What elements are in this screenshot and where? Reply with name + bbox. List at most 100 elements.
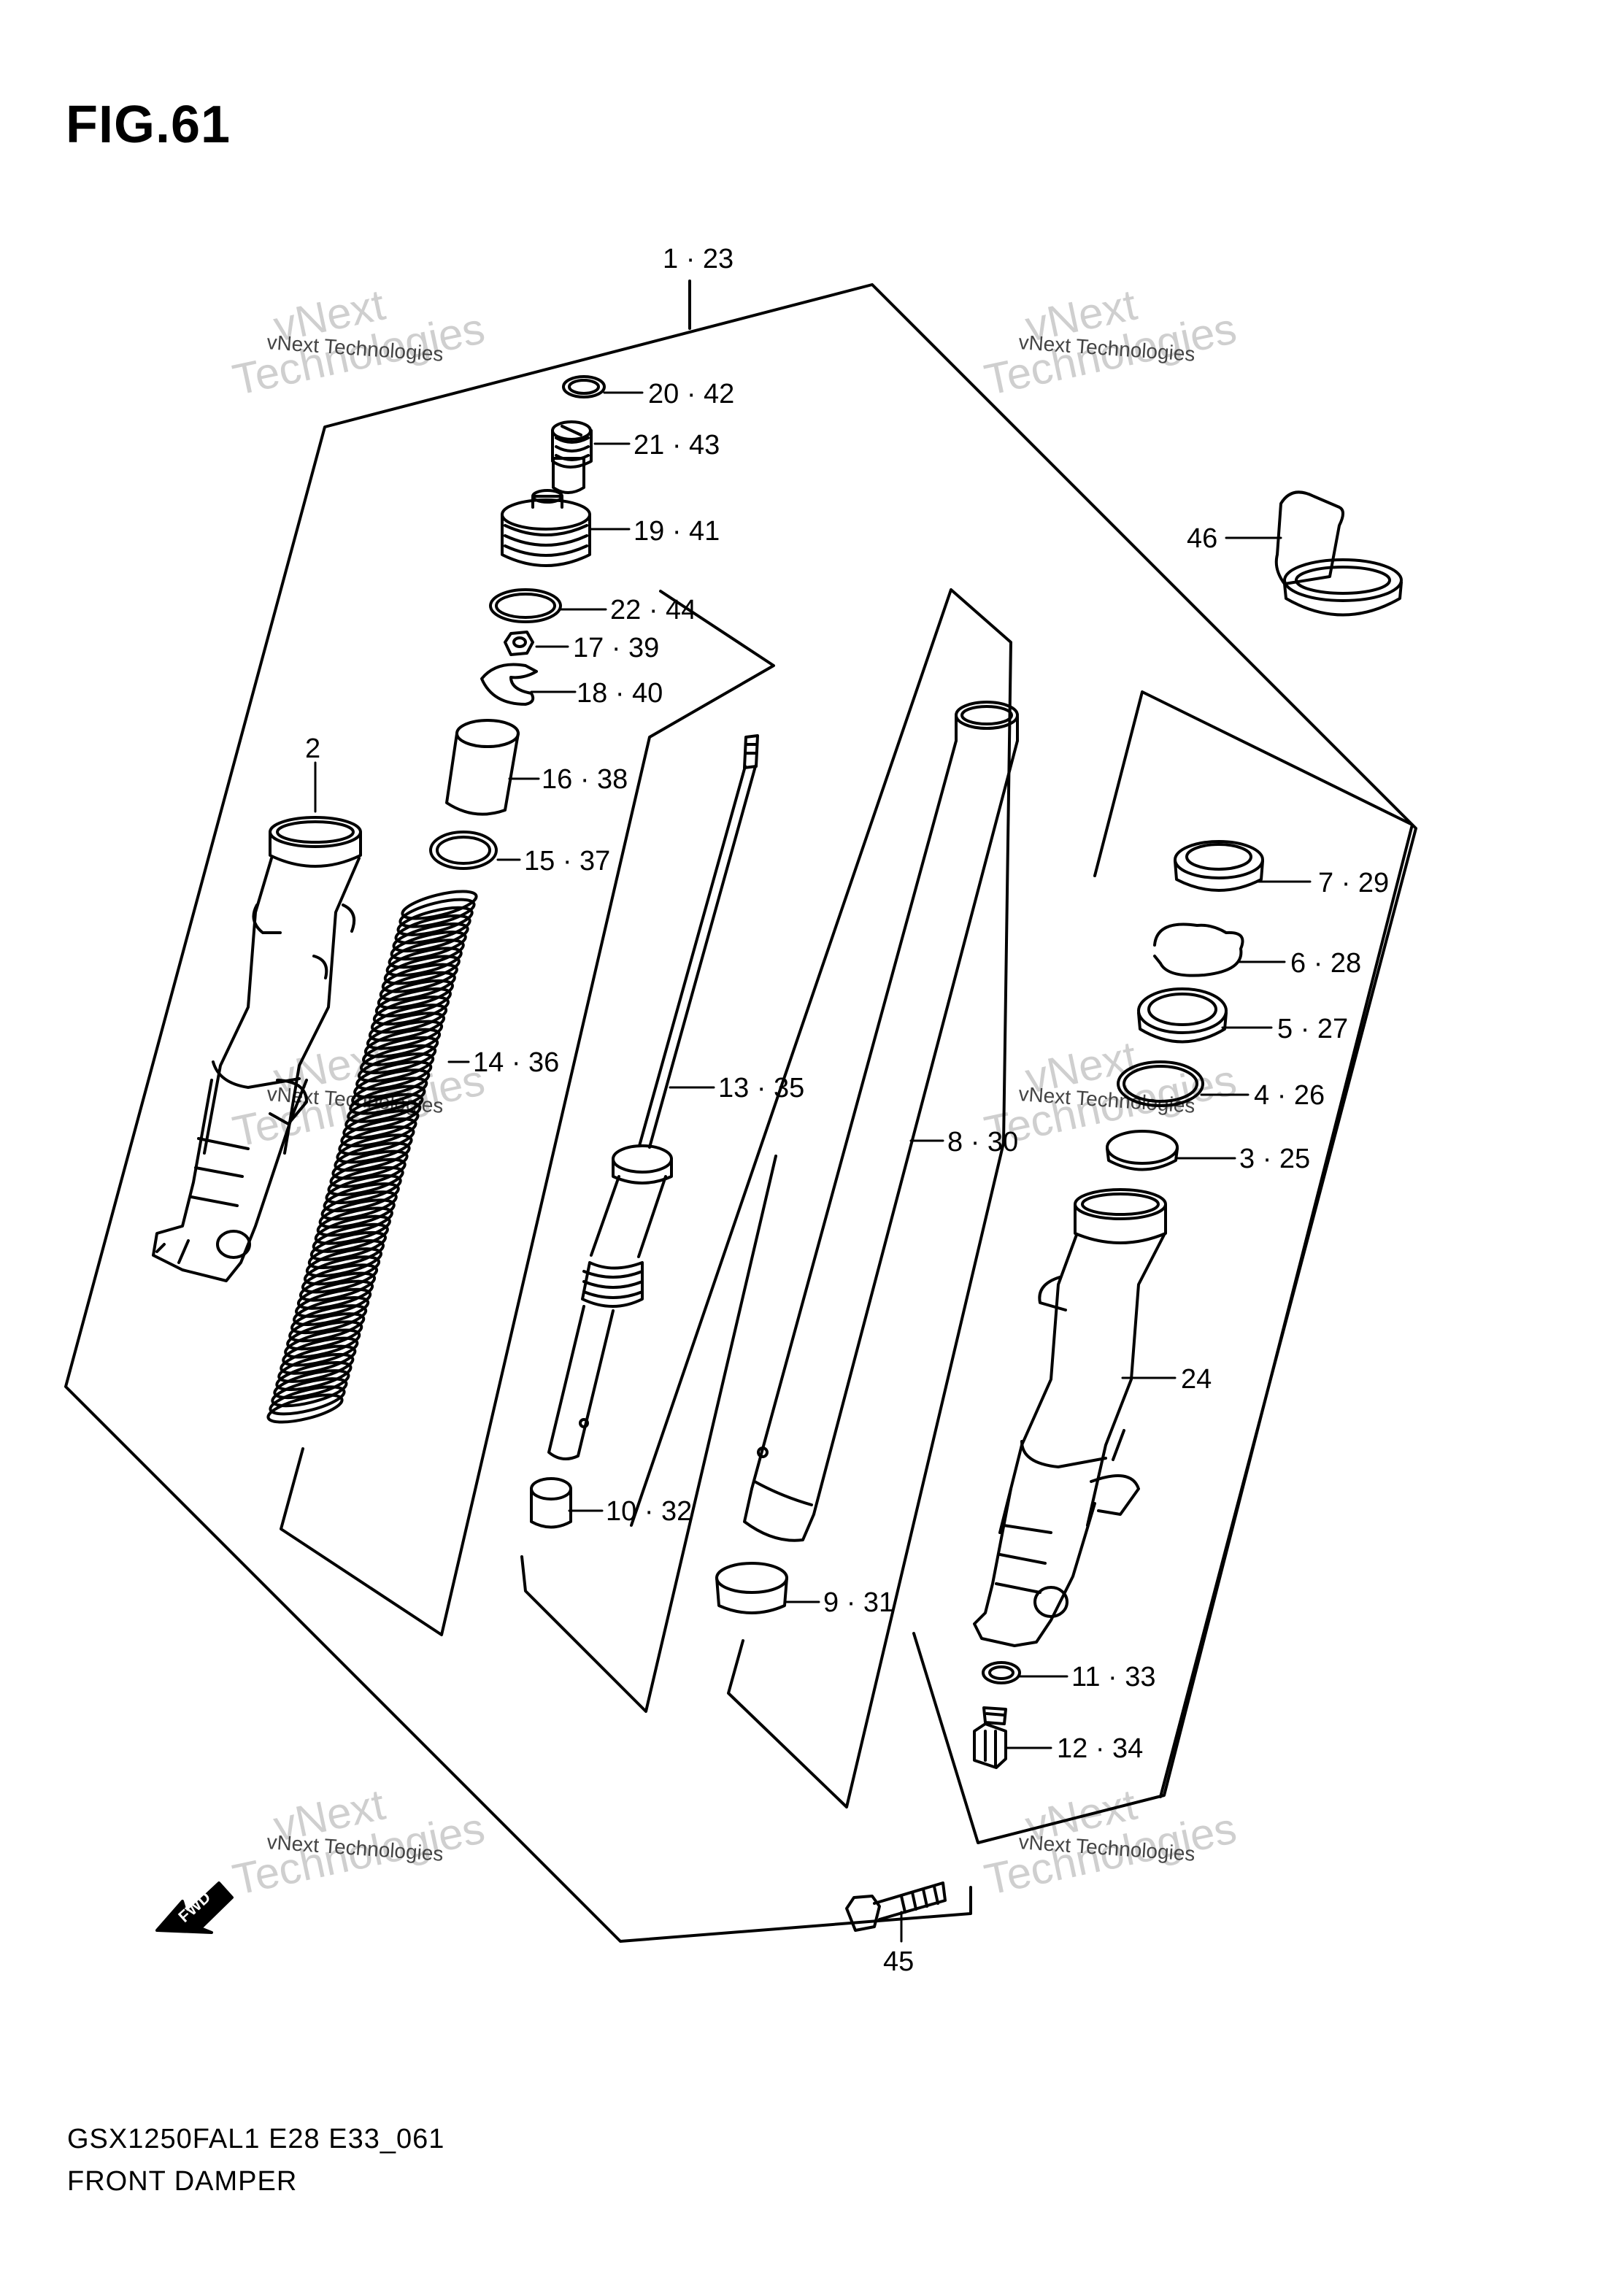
axle-pinch-bolt-45 — [845, 1881, 947, 1932]
spring-coil — [398, 898, 476, 928]
spring-coil — [318, 1198, 396, 1229]
callout-22-44: 22 · 44 — [610, 595, 696, 625]
spring-coil — [388, 939, 465, 969]
spring-coil — [288, 1312, 366, 1343]
outer-tube-right-24 — [973, 1188, 1167, 1647]
watermark-top-left: vNext Technologies — [228, 280, 489, 405]
callout-21-43: 21 · 43 — [634, 430, 720, 461]
damper-rod-13 — [547, 734, 759, 1460]
fork-cap-protector-46 — [1274, 490, 1403, 617]
callout-8-30: 8 · 30 — [947, 1127, 1018, 1157]
callout-18-40: 18 · 40 — [577, 678, 663, 709]
callout-12-34: 12 · 34 — [1057, 1733, 1143, 1764]
spring-coil — [277, 1352, 355, 1383]
diagram-name: FRONT DAMPER — [67, 2166, 298, 2197]
spring-seat-18 — [480, 663, 538, 706]
cap-bolt-19 — [501, 489, 591, 567]
spring-coil — [305, 1247, 382, 1278]
spring-coil — [360, 1044, 437, 1075]
spring-coil — [312, 1222, 389, 1253]
spacer-16 — [445, 719, 520, 816]
spring-coil — [355, 1060, 433, 1091]
adjuster-bolt-21 — [551, 420, 593, 494]
spring-coil — [266, 1393, 344, 1424]
spring-coil — [282, 1336, 359, 1367]
spring-coil — [320, 1190, 398, 1221]
spring-coil — [370, 1003, 448, 1034]
spring-coil — [363, 1028, 442, 1058]
spring-coil — [316, 1206, 393, 1237]
spring-coil — [358, 1052, 435, 1083]
callout-3-25: 3 · 25 — [1239, 1144, 1310, 1174]
spring-coil — [394, 914, 471, 944]
spring-coil — [368, 1012, 446, 1042]
spring-coil — [325, 1174, 402, 1205]
spring-coil — [347, 1093, 424, 1123]
spring-coil — [329, 1157, 407, 1188]
spring-coil — [303, 1255, 381, 1286]
spring-coil — [396, 906, 474, 936]
spring-coil — [273, 1369, 350, 1400]
guide-bushing-3 — [1106, 1130, 1179, 1171]
fwd-direction-arrow: FWD — [155, 1881, 234, 1934]
spring-coil — [286, 1320, 363, 1351]
spring-coil — [331, 1149, 409, 1180]
spring-coil — [293, 1295, 370, 1327]
spring-coil — [338, 1125, 415, 1156]
bushing-10 — [530, 1477, 572, 1529]
spring-coil — [362, 1036, 439, 1066]
callout-7-29: 7 · 29 — [1318, 868, 1389, 898]
spring-coil — [366, 1020, 444, 1050]
leader-lines — [314, 391, 1312, 1943]
figure-title: FIG.61 — [66, 96, 231, 154]
o-ring-20 — [562, 375, 606, 398]
spring-coil — [327, 1166, 404, 1196]
tube-panel-outline — [630, 588, 1012, 1808]
spring-coil — [284, 1328, 361, 1359]
watermark-bottom-right: vNext Technologies — [980, 1780, 1241, 1905]
spring-coil — [379, 971, 456, 1001]
spring-coil — [323, 1182, 400, 1213]
callout-1-23: 1 · 23 — [663, 244, 734, 274]
spring-panel-outline — [280, 590, 775, 1636]
spring-coil — [385, 947, 463, 977]
callout-6-28: 6 · 28 — [1290, 948, 1361, 979]
callout-2: 2 — [305, 733, 320, 764]
spring-coil — [301, 1263, 379, 1294]
callout-5-27: 5 · 27 — [1277, 1014, 1348, 1044]
callout-4-26: 4 · 26 — [1254, 1080, 1325, 1111]
o-ring-22 — [489, 588, 562, 623]
spring-coil — [271, 1377, 348, 1408]
damper-rod-panel-outline — [520, 1155, 777, 1713]
outer-tube-left-2 — [152, 816, 362, 1282]
callout-24: 24 — [1181, 1364, 1212, 1395]
spring-coil — [353, 1068, 431, 1099]
callout-17-39: 17 · 39 — [573, 633, 659, 663]
spring-coil — [314, 1214, 391, 1245]
dust-seal-7 — [1174, 840, 1264, 892]
callout-11-33: 11 · 33 — [1071, 1662, 1155, 1692]
spring-coil — [392, 922, 469, 953]
spring-coil — [295, 1287, 372, 1318]
spring-coil — [269, 1385, 346, 1416]
spring-coil — [296, 1279, 374, 1310]
spring-coil — [280, 1344, 357, 1375]
stopper-ring-6 — [1153, 922, 1244, 977]
callout-10-32: 10 · 32 — [606, 1496, 692, 1527]
washer-15 — [429, 831, 498, 870]
spring-coil — [334, 1141, 411, 1172]
guide-bushing-9 — [715, 1562, 788, 1614]
spring-coil — [309, 1230, 387, 1261]
spring-coil — [344, 1101, 422, 1131]
callout-13-35: 13 · 35 — [718, 1073, 804, 1103]
callout-16-38: 16 · 38 — [542, 764, 628, 795]
spring-coil — [290, 1304, 368, 1335]
nut-17 — [504, 631, 534, 656]
spring-coil — [336, 1133, 413, 1164]
fork-spring-14 — [266, 890, 478, 1424]
spring-coil — [342, 1109, 420, 1140]
callout-19-41: 19 · 41 — [634, 516, 720, 547]
spring-coil — [401, 890, 478, 920]
inner-tube-8 — [743, 701, 1019, 1542]
callout-46: 46 — [1187, 523, 1217, 554]
